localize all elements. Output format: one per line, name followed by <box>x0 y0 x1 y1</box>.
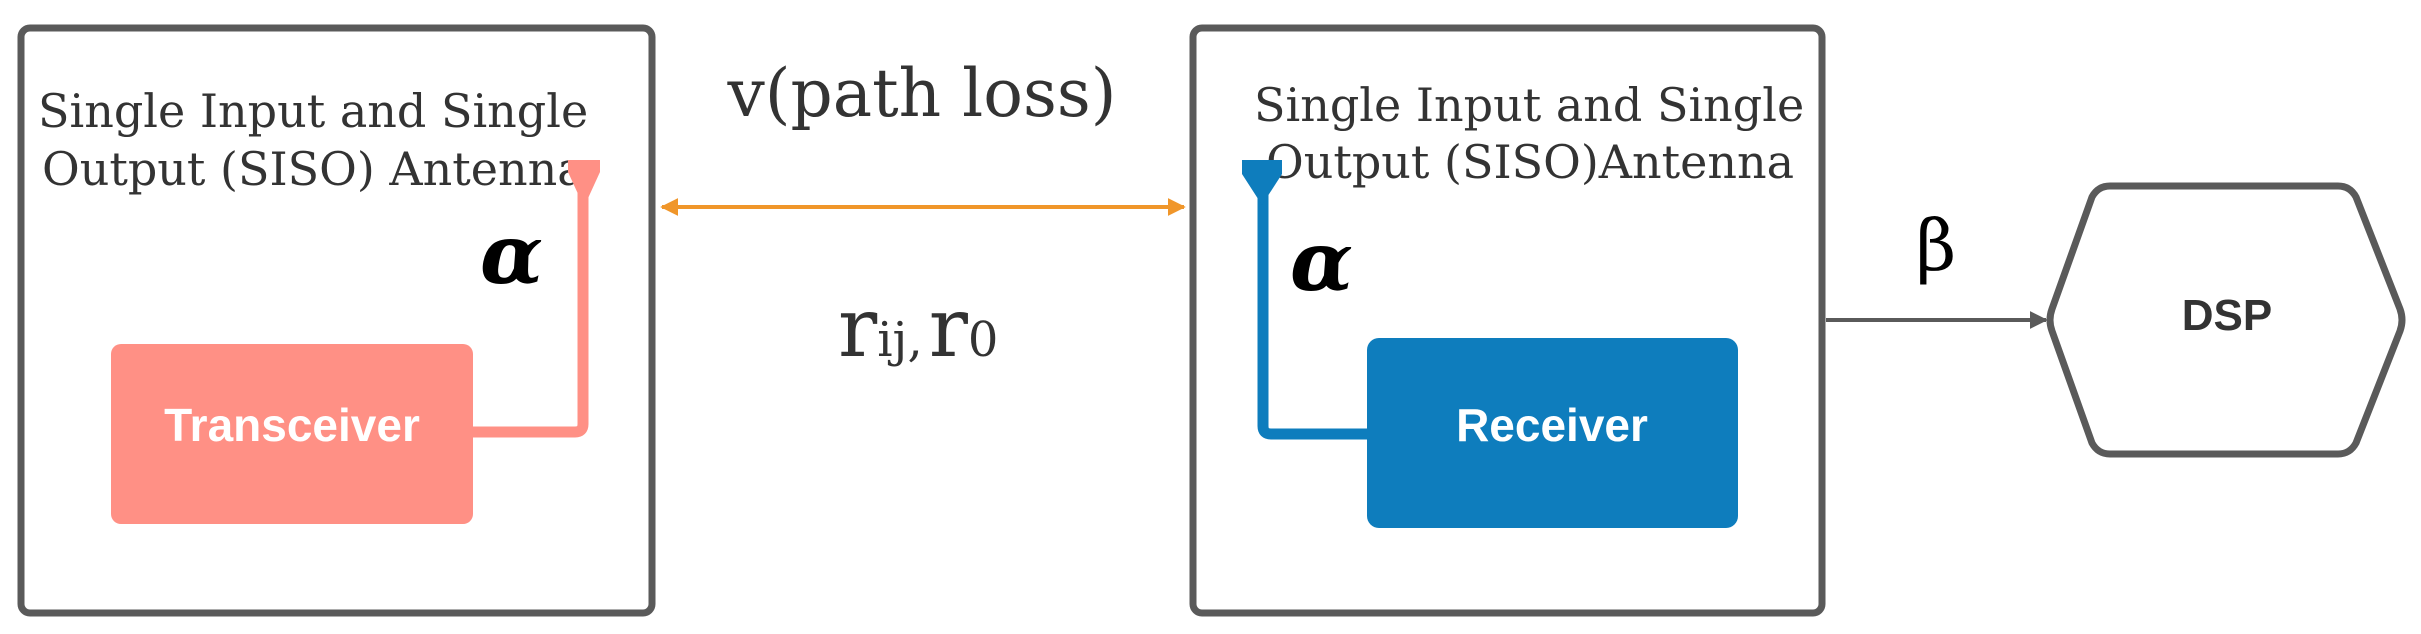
distance-r-sub: ij <box>877 312 907 368</box>
dsp-label: DSP <box>2182 291 2272 340</box>
distance-label: rij,r0 <box>838 281 998 376</box>
transceiver-label: Transceiver <box>164 399 420 451</box>
receiver-antenna-caption-line1: Single Input and Single <box>1254 78 1804 132</box>
transmitter-antenna-icon <box>568 160 600 207</box>
dsp-hexagon <box>2046 182 2406 458</box>
transmitter-antenna-caption-line1: Single Input and Single <box>38 84 588 138</box>
distance-r0-main: r <box>929 281 969 376</box>
distance-r0-sub: 0 <box>968 312 999 368</box>
receiver-antenna-caption-line2: Output (SISO)Antenna <box>1266 135 1794 189</box>
receiver-antenna-feed-line <box>1257 190 1370 440</box>
receiver-antenna-icon <box>1242 160 1282 205</box>
receiver-label: Receiver <box>1456 399 1648 451</box>
transmitter-antenna-feed-line <box>470 185 589 438</box>
distance-r-main: r <box>838 281 878 376</box>
transmitter-gain-alpha: α <box>480 207 543 303</box>
receiver-block <box>1367 338 1738 528</box>
distance-separator: , <box>907 312 922 368</box>
transceiver-block <box>111 344 473 524</box>
receiver-gain-alpha: α <box>1290 214 1353 310</box>
beta-label: β <box>1916 205 1956 287</box>
path-loss-label: v(path loss) <box>727 55 1117 132</box>
transmitter-antenna-caption-line2: Output (SISO) Antenna <box>42 142 585 196</box>
